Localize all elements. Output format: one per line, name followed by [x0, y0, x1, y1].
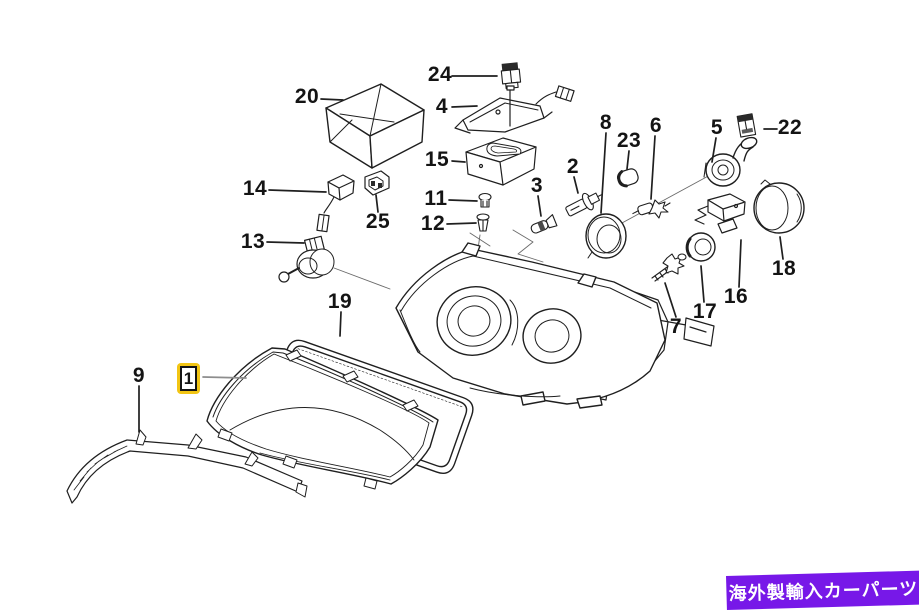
part-connector-plug	[736, 113, 757, 138]
part-cover-cap	[753, 179, 805, 234]
part-headlight-lens	[206, 347, 439, 490]
vendor-banner: 海外製輸入カーパーツ	[726, 570, 919, 610]
part-connector-block	[364, 170, 390, 196]
callout-8: 8	[599, 111, 613, 134]
part-carton-box	[325, 83, 425, 169]
callout-22: 22	[777, 116, 803, 139]
callout-4: 4	[435, 95, 449, 118]
callout-2: 2	[566, 155, 580, 178]
part-adjusting-screw	[651, 253, 687, 282]
callout-19: 19	[327, 290, 353, 313]
callout-16: 16	[723, 285, 749, 308]
part-relay	[316, 174, 355, 233]
callout-11: 11	[424, 187, 448, 210]
callout-23: 23	[616, 129, 642, 152]
part-cap	[500, 62, 522, 90]
callout-18: 18	[771, 257, 797, 280]
callout-17: 17	[692, 300, 718, 323]
part-retainer-bracket	[694, 193, 746, 234]
callout-14: 14	[242, 177, 268, 200]
part-grommet-screw	[478, 192, 492, 208]
part-h7-bulb	[565, 192, 602, 217]
part-control-unit	[465, 137, 537, 186]
part-grommet-ring	[685, 232, 716, 262]
callout-20: 20	[294, 85, 320, 108]
callout-5: 5	[710, 116, 724, 139]
callout-3: 3	[530, 174, 544, 197]
leader-lines	[138, 75, 784, 433]
part-adjuster-motor	[278, 235, 335, 283]
part-bracket-assembly	[454, 85, 575, 134]
vendor-banner-text: 海外製輸入カーパーツ	[728, 578, 919, 604]
callout-25: 25	[365, 210, 391, 233]
part-expanding-clip	[476, 213, 490, 232]
callout-7: 7	[669, 315, 683, 338]
part-sleeve	[616, 168, 639, 188]
callout-13: 13	[240, 230, 266, 253]
part-small-bulb	[530, 214, 558, 234]
part-trim-strip	[66, 429, 308, 504]
callout-24: 24	[427, 63, 453, 86]
part-reflector-ring	[585, 213, 627, 259]
part-indicator-bulb	[632, 199, 671, 219]
callout-6: 6	[649, 114, 663, 137]
callout-9: 9	[132, 364, 146, 387]
headlight-housing	[395, 242, 666, 409]
callout-12: 12	[420, 212, 446, 235]
callout-15: 15	[424, 148, 450, 171]
callout-1: 1	[180, 366, 197, 391]
callout-1-highlight: 1	[177, 363, 200, 394]
part-bulb-socket	[703, 136, 758, 187]
